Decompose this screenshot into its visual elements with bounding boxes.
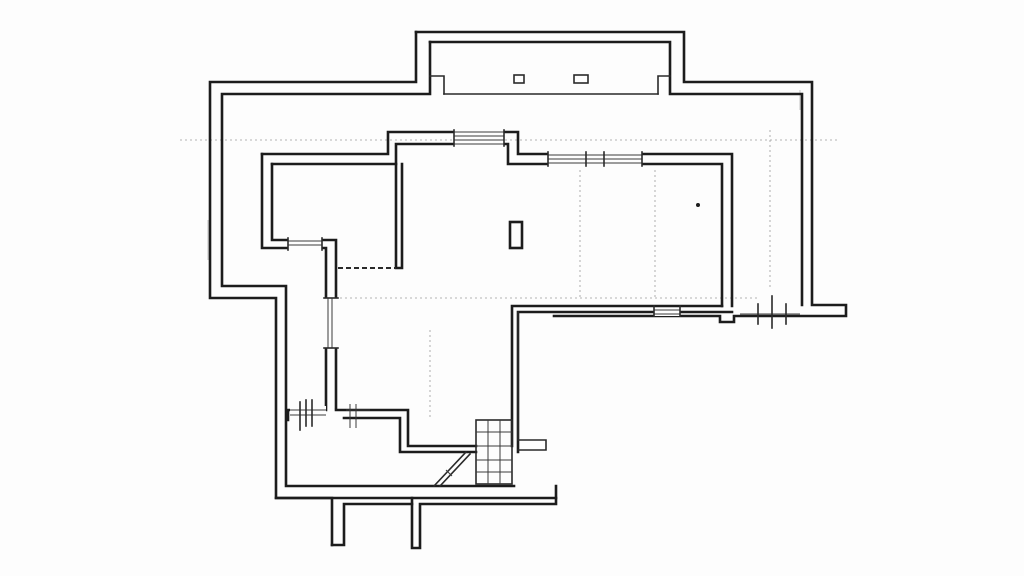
window-top-center <box>453 129 505 147</box>
staircase <box>432 419 547 488</box>
windows <box>287 129 800 428</box>
window-right-outer <box>740 295 800 329</box>
chimney-block <box>508 220 524 250</box>
inner-walls <box>260 130 734 454</box>
window-right-lower <box>653 305 681 317</box>
window-left-lower <box>290 399 326 427</box>
top-bay <box>429 74 671 95</box>
outer-wall <box>208 30 848 550</box>
window-left-partition <box>346 404 370 428</box>
window-left-upper <box>287 237 323 251</box>
bay-post-right <box>573 74 589 84</box>
construction-lines <box>180 90 840 420</box>
window-left-side <box>323 297 339 349</box>
survey-mark <box>696 203 700 207</box>
window-top-right <box>547 151 643 167</box>
bay-post-left <box>513 74 525 84</box>
